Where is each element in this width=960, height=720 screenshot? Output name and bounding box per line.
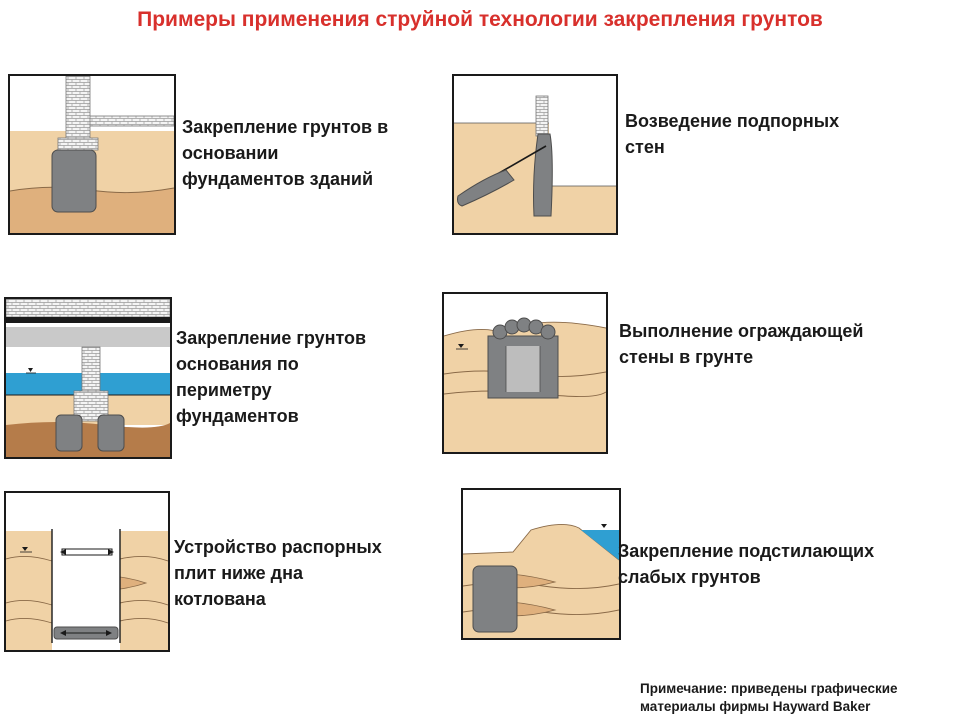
illustration-weak-soils [461, 488, 621, 640]
caption-enclosing-wall: Выполнение ограждающей стены в грунте [619, 318, 863, 370]
caption-line: Устройство распорных [174, 537, 382, 557]
caption-line: стен [625, 137, 665, 157]
caption-line: стены в грунте [619, 347, 754, 367]
caption-foundation-base: Закрепление грунтов в основании фундамен… [182, 114, 388, 192]
footnote-line: Примечание: приведены графические [640, 681, 898, 696]
illustration-foundation-base [8, 74, 176, 235]
caption-line: котлована [174, 589, 266, 609]
footnote: Примечание: приведены графические матери… [640, 680, 898, 716]
caption-line: периметру [176, 380, 272, 400]
caption-line: плит ниже дна [174, 563, 303, 583]
caption-line: основания по [176, 354, 299, 374]
caption-line: фундаментов зданий [182, 169, 374, 189]
caption-weak-soils: Закрепление подстилающих слабых грунтов [618, 538, 874, 590]
caption-line: фундаментов [176, 406, 299, 426]
illustration-retaining-wall [452, 74, 618, 235]
illustration-enclosing-wall [442, 292, 608, 454]
illustration-spacer-slabs [4, 491, 170, 652]
slide-title: Примеры применения струйной технологии з… [137, 8, 823, 31]
caption-perimeter-foundation: Закрепление грунтов основания по перимет… [176, 325, 366, 429]
caption-line: основании [182, 143, 279, 163]
caption-line: Закрепление грунтов [176, 328, 367, 348]
caption-retaining-wall: Возведение подпорных стен [625, 108, 839, 160]
caption-line: Закрепление подстилающих [618, 541, 875, 561]
caption-spacer-slabs: Устройство распорных плит ниже дна котло… [174, 534, 382, 612]
caption-line: Закрепление грунтов в [182, 117, 389, 137]
caption-line: Возведение подпорных [625, 111, 840, 131]
caption-line: Выполнение ограждающей [619, 321, 864, 341]
footnote-line: материалы фирмы Hayward Baker [640, 699, 871, 714]
caption-line: слабых грунтов [618, 567, 761, 587]
illustration-perimeter-foundation [4, 297, 172, 459]
